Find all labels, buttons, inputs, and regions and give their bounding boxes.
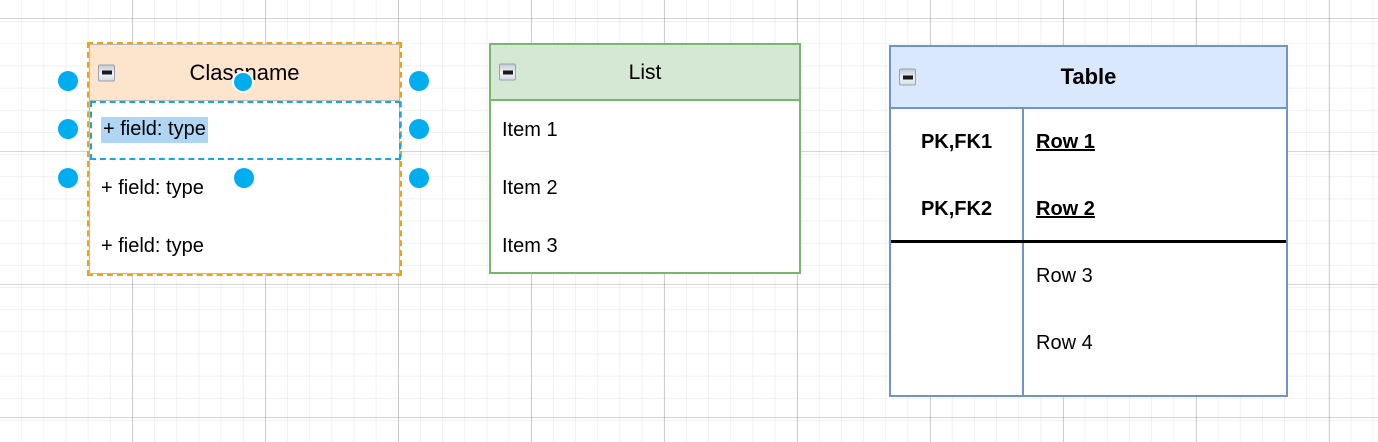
uml-class-field-label: + field: type bbox=[101, 117, 208, 143]
table-section-divider bbox=[891, 240, 1286, 243]
handle-right-bottom[interactable] bbox=[409, 168, 429, 188]
table-cell-value: Row 2 bbox=[1036, 198, 1095, 220]
list-item-label: Item 2 bbox=[502, 176, 558, 199]
table-cell-key: PK,FK2 bbox=[920, 198, 993, 220]
collapse-minus-icon[interactable] bbox=[98, 64, 115, 81]
handle-right-middle[interactable] bbox=[409, 119, 429, 139]
table-row[interactable]: PK,FK1 Row 1 bbox=[891, 109, 1286, 176]
handle-right-top[interactable] bbox=[409, 71, 429, 91]
handle-left-top[interactable] bbox=[58, 71, 78, 91]
table-header[interactable]: Table bbox=[891, 47, 1286, 109]
collapse-minus-icon[interactable] bbox=[499, 63, 516, 81]
table-row[interactable]: PK,FK2 Row 2 bbox=[891, 176, 1286, 243]
list-item-label: Item 3 bbox=[502, 234, 558, 257]
uml-class-field-row[interactable]: + field: type bbox=[90, 217, 399, 275]
handle-field-anchor[interactable] bbox=[234, 168, 254, 188]
list-title: List bbox=[628, 60, 662, 84]
table-row[interactable]: Row 3 bbox=[891, 243, 1286, 310]
list-item-label: Item 1 bbox=[502, 118, 558, 141]
table-cell-key: PK,FK1 bbox=[920, 131, 993, 153]
table-cell-value: Row 3 bbox=[1036, 265, 1093, 287]
list-shape[interactable]: List Item 1 Item 2 Item 3 bbox=[489, 43, 801, 274]
list-item[interactable]: Item 2 bbox=[491, 159, 799, 217]
table-cell-value: Row 1 bbox=[1036, 131, 1095, 153]
handle-top-center[interactable] bbox=[232, 71, 254, 93]
table-row[interactable]: Row 4 bbox=[891, 310, 1286, 377]
handle-left-bottom[interactable] bbox=[58, 168, 78, 188]
uml-class-field-row[interactable]: + field: type bbox=[90, 159, 399, 217]
table-column-divider bbox=[1022, 109, 1024, 395]
table-cell-value: Row 4 bbox=[1036, 332, 1093, 354]
list-item[interactable]: Item 1 bbox=[491, 101, 799, 159]
uml-class-field-row[interactable]: + field: type bbox=[90, 101, 399, 159]
table-title: Table bbox=[1060, 64, 1117, 89]
table-body: PK,FK1 Row 1 PK,FK2 Row 2 Row 3 Row 4 bbox=[891, 109, 1286, 395]
table-shape[interactable]: Table PK,FK1 Row 1 PK,FK2 Row 2 Row 3 Ro… bbox=[889, 45, 1288, 397]
handle-left-middle[interactable] bbox=[58, 119, 78, 139]
list-item[interactable]: Item 3 bbox=[491, 217, 799, 275]
list-header[interactable]: List bbox=[491, 45, 799, 101]
collapse-minus-icon[interactable] bbox=[899, 68, 916, 86]
uml-class-field-label: + field: type bbox=[101, 176, 204, 199]
uml-class-field-label: + field: type bbox=[101, 234, 204, 257]
